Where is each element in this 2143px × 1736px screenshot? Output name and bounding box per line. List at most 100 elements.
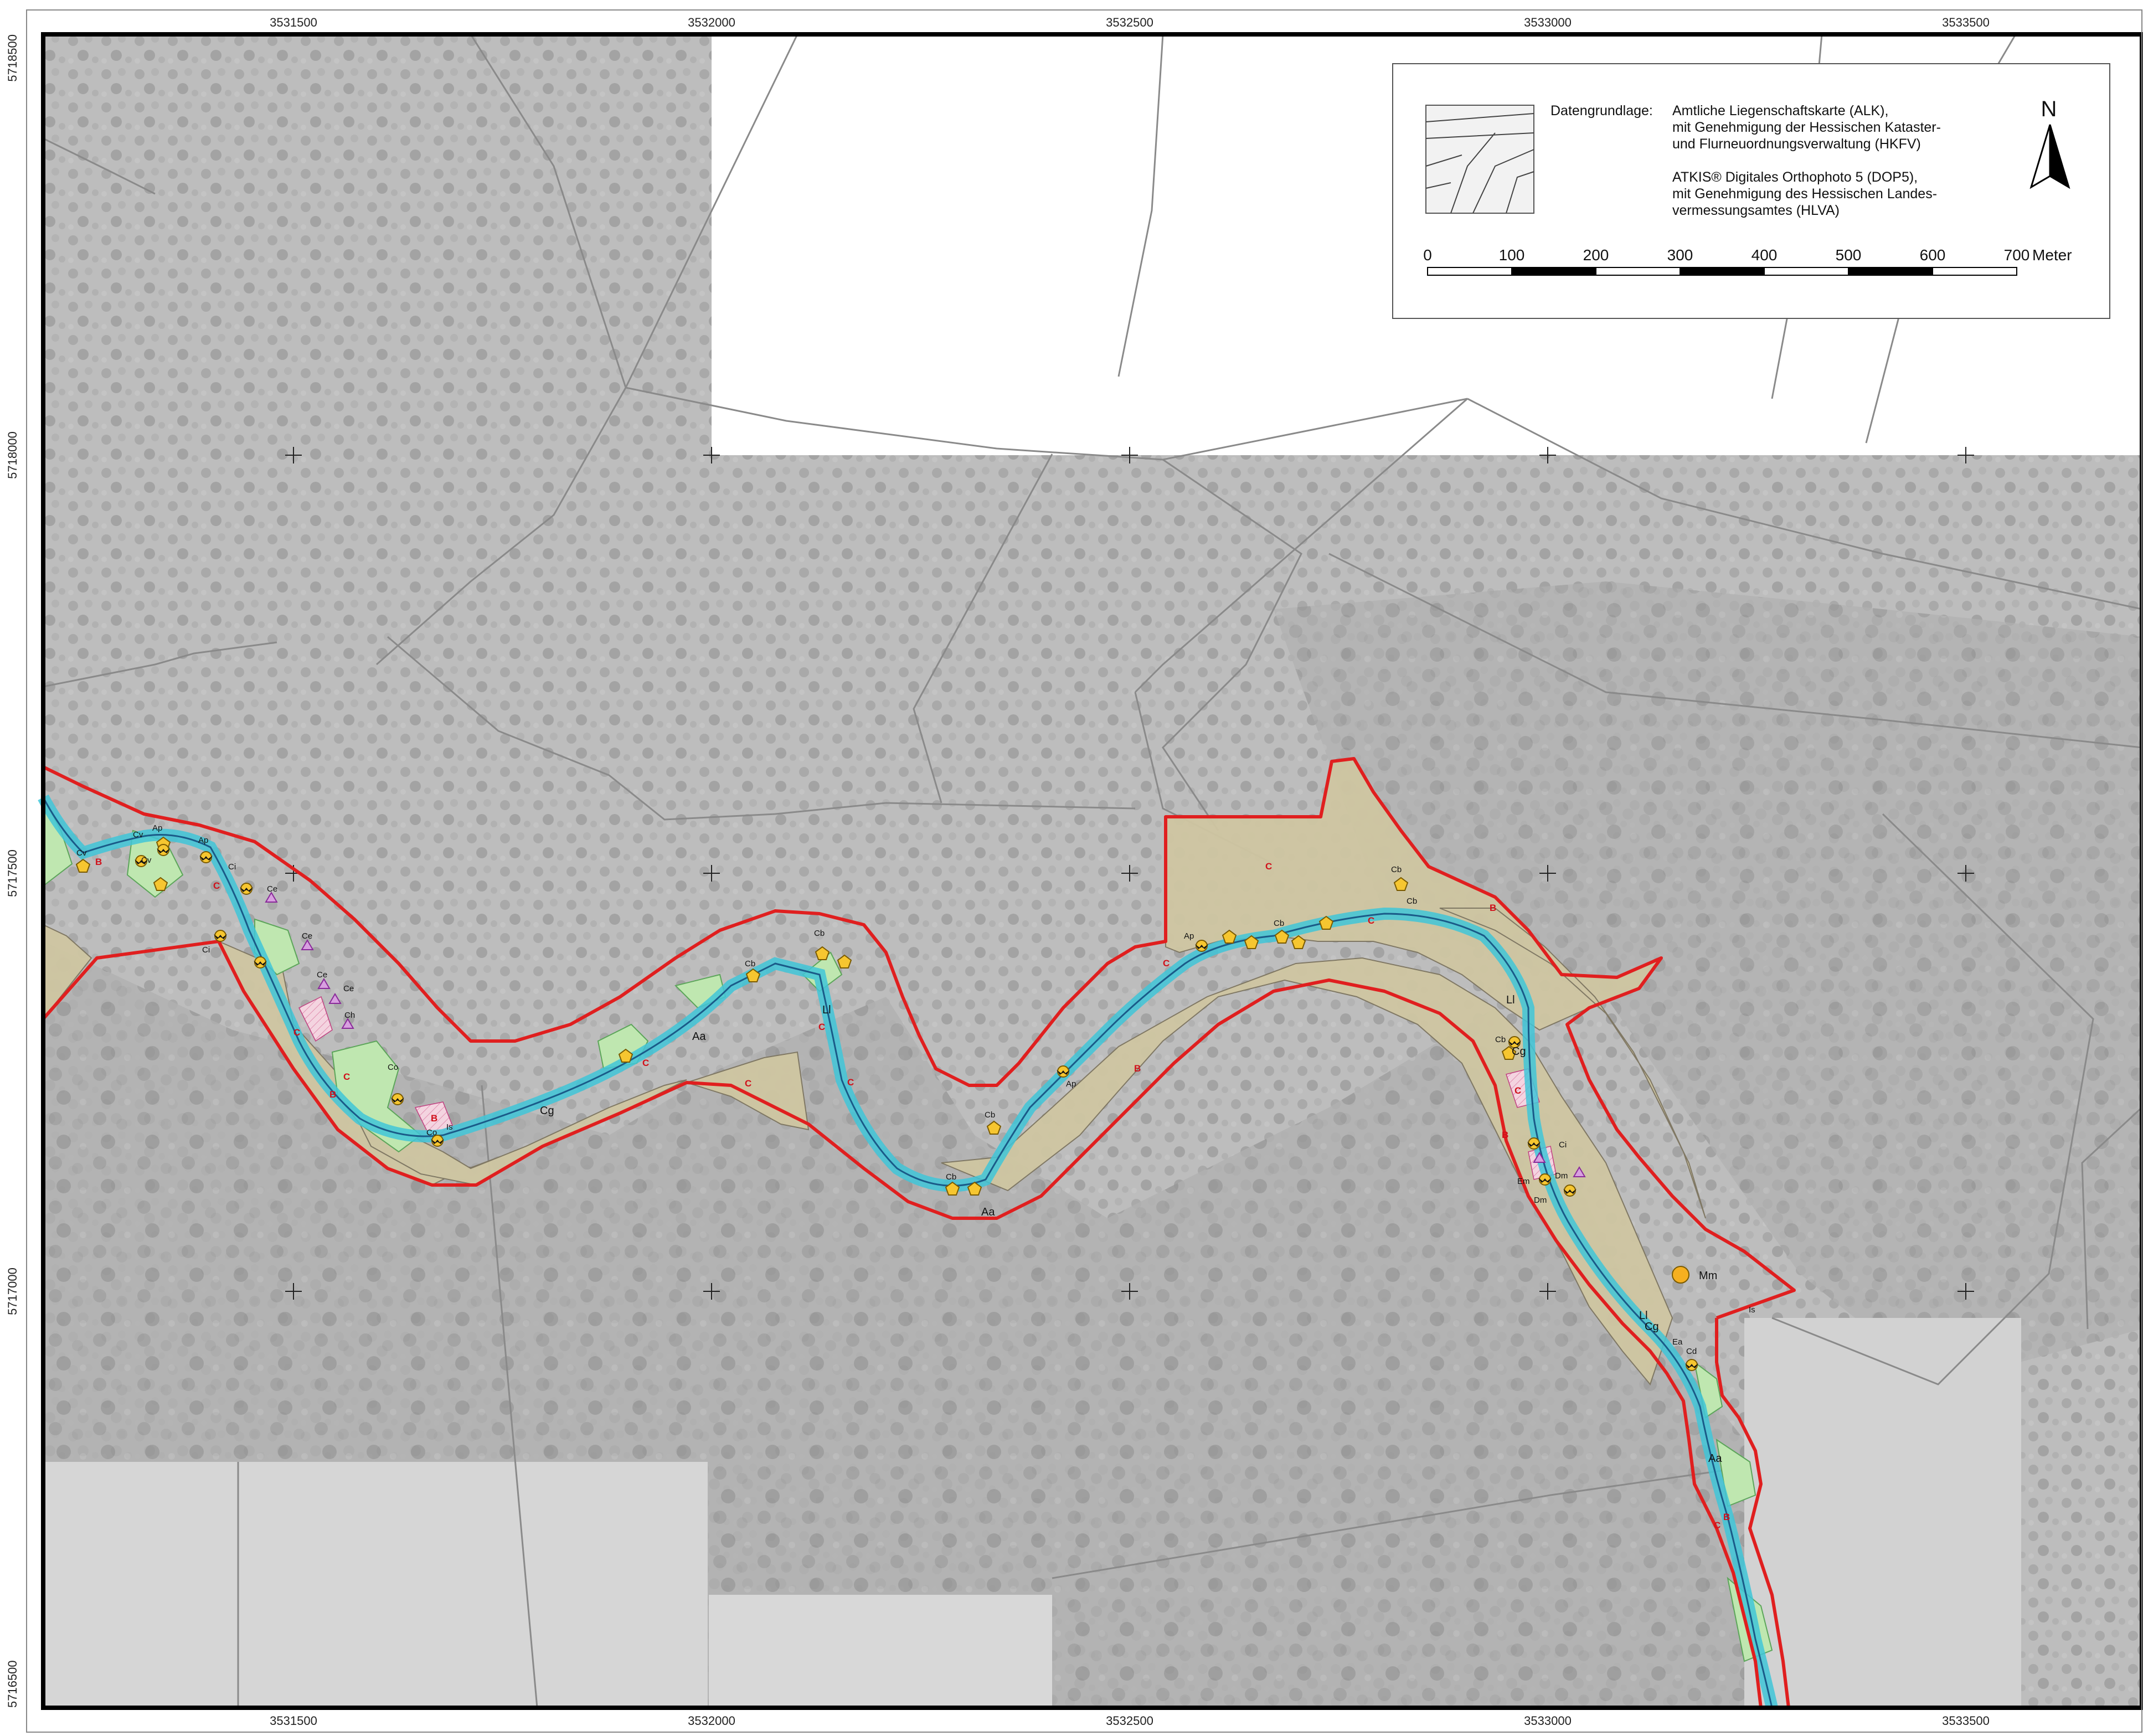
boundary-north <box>42 757 1796 1320</box>
pentagon-marker <box>986 1120 1002 1135</box>
label-cg: Cg <box>1512 1045 1526 1058</box>
outer-border <box>26 9 2142 1733</box>
pentagon-marker <box>1274 929 1290 944</box>
label-aa: Aa <box>1708 1452 1722 1465</box>
triangle-marker <box>301 939 314 950</box>
label-dm: Dm <box>1555 1171 1568 1181</box>
x-tick-label: 3532000 <box>688 16 735 29</box>
label-red-b: B <box>95 857 102 867</box>
triangle-marker <box>328 993 342 1004</box>
zone-label-c: C <box>1265 861 1272 872</box>
y-tick-label: 5717000 <box>6 1268 19 1315</box>
field-area <box>1744 1318 2021 1708</box>
x-axis-bottom: 3531500 3532000 3532500 3533000 3533500 <box>270 1714 1990 1728</box>
label-ap: Ap <box>198 836 208 845</box>
triangle-marker <box>1573 1166 1586 1177</box>
north-letter: N <box>2041 97 2057 121</box>
label-red-c: C <box>847 1077 854 1088</box>
y-tick-label: 5716500 <box>6 1660 19 1708</box>
scale-label: 200 <box>1583 246 1609 264</box>
scale-unit: Meter <box>2032 246 2072 264</box>
legend-line: Amtliche Liegenschaftskarte (ALK), <box>1672 103 1888 119</box>
pentagon-marker <box>1393 877 1409 891</box>
x-tick-label: 3531500 <box>270 16 317 29</box>
label-ci: Ci <box>228 862 236 872</box>
red-boundary <box>42 757 1796 1708</box>
zone-label-b: B <box>1490 903 1496 913</box>
y-tick-label: 5718500 <box>6 34 19 82</box>
label-red-c: C <box>213 880 220 891</box>
label-cb: Cb <box>1391 865 1402 874</box>
label-red-c: C <box>1514 1085 1521 1096</box>
field-area <box>709 1595 1052 1708</box>
zone-b-river-south <box>941 957 1673 1386</box>
scale-label: 300 <box>1667 246 1693 264</box>
legend-line: mit Genehmigung der Hessischen Kataster- <box>1672 120 1941 135</box>
bat-marker <box>214 930 227 942</box>
label-cb: Cb <box>745 959 755 969</box>
bat-marker <box>1538 1173 1552 1186</box>
label-ap: Ap <box>1066 1079 1076 1089</box>
triangle-markers <box>265 892 1586 1177</box>
zone-b-cg <box>353 1079 687 1186</box>
scale-label: 0 <box>1423 246 1432 264</box>
label-cb: Cb <box>1495 1035 1506 1044</box>
zone-label-b: B <box>329 1089 336 1100</box>
label-cb: Cb <box>946 1172 956 1182</box>
bat-markers <box>135 844 1698 1371</box>
triangle-marker <box>1533 1152 1546 1163</box>
bat-marker <box>157 844 170 856</box>
x-tick-label: 3533500 <box>1942 1714 1990 1728</box>
field-area <box>43 1462 708 1708</box>
zone-label-b: B <box>1502 1130 1508 1140</box>
scale-label: 500 <box>1836 246 1862 264</box>
x-tick-label: 3532000 <box>688 1714 735 1728</box>
bat-marker <box>391 1093 404 1105</box>
pentagon-markers <box>75 836 1517 1196</box>
label-ll: Ll <box>1506 994 1515 1006</box>
legend-datengrundlage: Datengrundlage: <box>1550 103 1653 119</box>
label-red-b: B <box>1723 1512 1730 1522</box>
label-cb: Cb <box>985 1110 995 1120</box>
bat-marker <box>1057 1065 1070 1078</box>
bat-marker <box>1685 1359 1698 1371</box>
label-cd: Cd <box>1686 1347 1697 1356</box>
label-red-c: C <box>642 1058 649 1068</box>
label-dm: Dm <box>1534 1196 1547 1205</box>
triangle-marker <box>341 1018 354 1029</box>
bat-marker <box>1508 1036 1521 1048</box>
legend-box: Datengrundlage: Amtliche Liegenschaftska… <box>1392 63 2110 319</box>
label-is: Is <box>1749 1305 1755 1315</box>
tan-zones <box>43 758 1706 1386</box>
label-ll: Ll <box>1639 1310 1648 1322</box>
legend-line: vermessungsamtes (HLVA) <box>1672 203 1840 218</box>
bat-marker <box>1527 1137 1541 1150</box>
boundary-east-river <box>1715 1318 1790 1708</box>
river <box>38 794 1778 1709</box>
bat-marker <box>135 855 148 867</box>
label-ea: Ea <box>1672 1337 1683 1347</box>
label-cb: Cb <box>1274 919 1284 928</box>
label-co: Co <box>426 1128 437 1137</box>
pentagon-marker <box>745 968 761 982</box>
x-axis-top: 3531500 3532000 3532500 3533000 3533500 <box>270 16 1990 29</box>
x-tick-label: 3533000 <box>1524 1714 1572 1728</box>
pentagon-marker <box>618 1048 633 1063</box>
bat-marker <box>199 851 213 863</box>
legend-line: ATKIS® Digitales Orthophoto 5 (DOP5), <box>1672 169 1918 185</box>
label-ci: Ci <box>1559 1140 1567 1150</box>
scale-label: 400 <box>1752 246 1778 264</box>
label-ce: Ce <box>343 984 354 993</box>
label-ci: Ci <box>202 945 210 955</box>
label-ce: Ce <box>317 970 327 980</box>
scale-label: 100 <box>1499 246 1525 264</box>
label-em: Em <box>1517 1177 1530 1186</box>
label-red-c: C <box>1163 958 1170 969</box>
label-ch: Ch <box>344 1011 355 1020</box>
pentagon-marker <box>1318 915 1334 930</box>
label-ce: Ce <box>267 884 277 894</box>
scale-label: 700 <box>2004 246 2030 264</box>
forest-block <box>1274 581 2142 1384</box>
x-tick-label: 3533000 <box>1524 16 1572 29</box>
bat-marker <box>431 1135 444 1147</box>
